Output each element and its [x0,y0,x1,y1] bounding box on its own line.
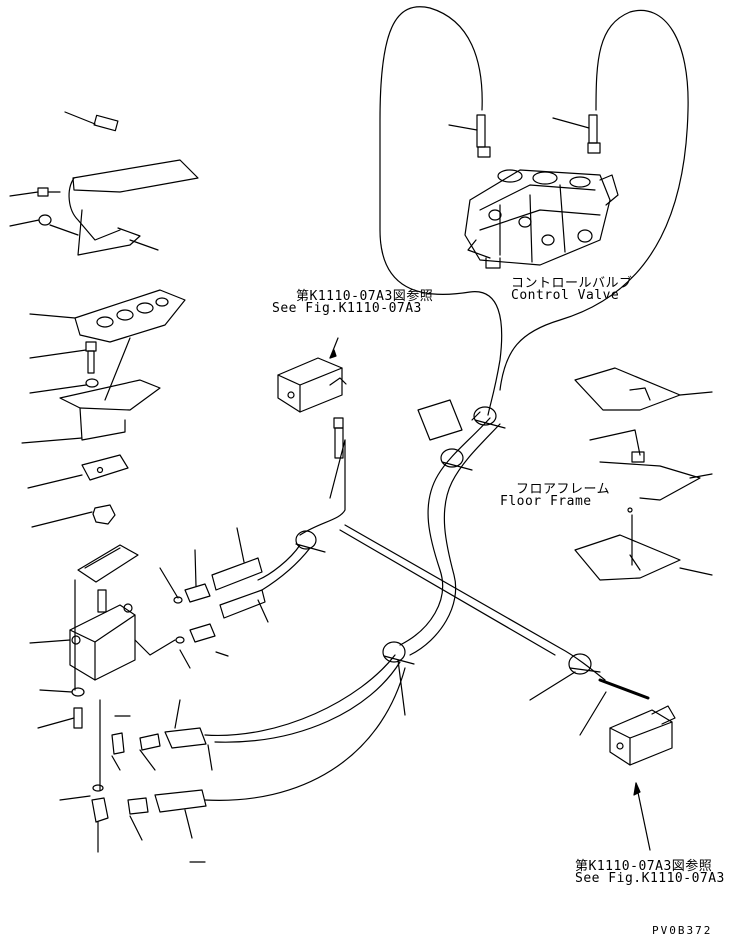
switch-assembly [29,544,176,791]
control-valve-label-en: Control Valve [511,288,620,303]
leader-lines [397,411,607,736]
control-valve-label-jp: コントロールバルブ [511,276,633,291]
reference-top-label-jp: 第K1110-07A3図参照 [296,289,434,304]
reference-bottom-label-en: See Fig.K1110-07A3 [575,871,725,886]
hose-clamps [295,399,601,675]
drawing-code: PV0B372 [652,924,713,937]
floor-frame-label-en: Floor Frame [500,494,592,509]
reference-bottom-label-jp: 第K1110-07A3図参照 [575,859,713,874]
hose-fittings [59,527,269,863]
reference-block-top [277,337,347,459]
reference-block-bottom [598,678,676,851]
pedal-upper [9,111,199,256]
pedal-lower [21,289,186,528]
floor-frame-label-jp: フロアフレーム [516,482,611,497]
reference-top-label-en: See Fig.K1110-07A3 [272,301,422,316]
hose-lines [204,6,689,801]
floor-frame [574,367,713,581]
control-valve [448,114,619,269]
